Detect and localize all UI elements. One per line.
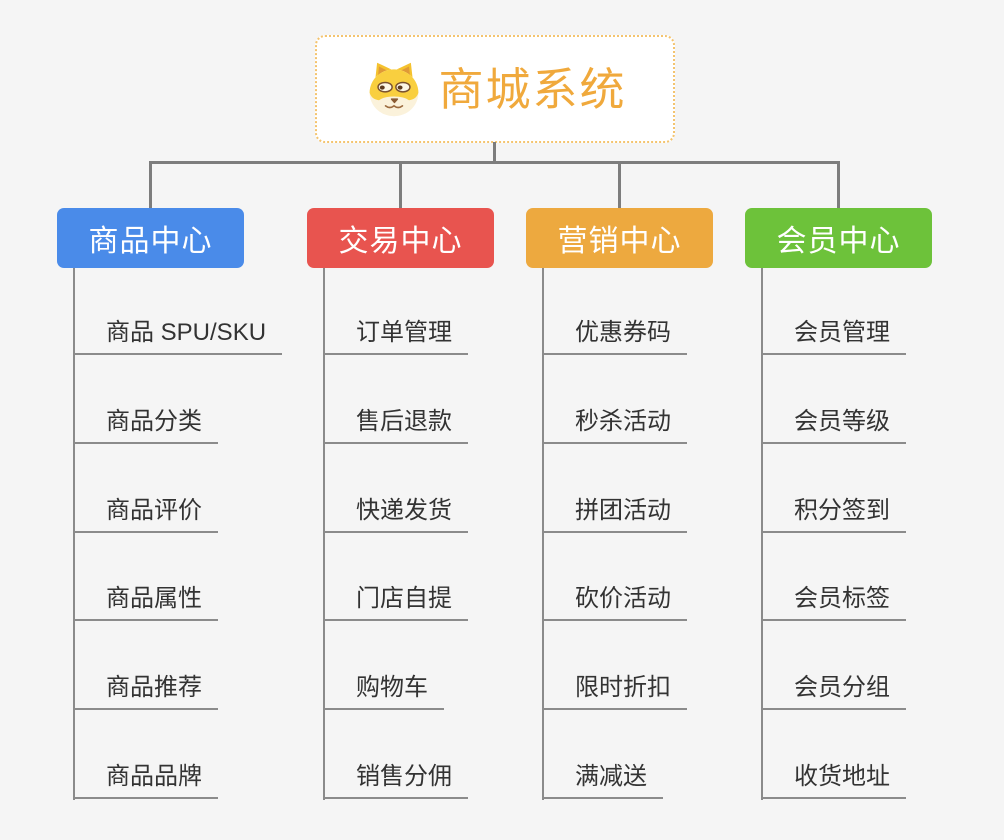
leaf-node[interactable]: 满减送 [542,762,663,799]
leaf-node[interactable]: 售后退款 [323,407,468,444]
leaf-node[interactable]: 商品推荐 [73,673,218,710]
doge-dog-face-icon [370,62,419,117]
branch-node-member-center[interactable]: 会员中心 [745,208,932,268]
leaf-node[interactable]: 秒杀活动 [542,407,687,444]
branch-children-trade-center: 订单管理 售后退款 快递发货 门店自提 购物车 销售分佣 [323,268,573,800]
leaf-node[interactable]: 商品分类 [73,407,218,444]
connector-drop-products [149,161,152,209]
branch-children-member-center: 会员管理 会员等级 积分签到 会员标签 会员分组 收货地址 [761,268,1004,800]
connector-drop-marketing [618,161,621,209]
leaf-node[interactable]: 会员分组 [761,673,906,710]
leaf-node[interactable]: 积分签到 [761,496,906,533]
branch-children-marketing-center: 优惠券码 秒杀活动 拼团活动 砍价活动 限时折扣 满减送 [542,268,792,800]
connector-drop-members [837,161,840,209]
leaf-node[interactable]: 会员等级 [761,407,906,444]
leaf-node[interactable]: 会员管理 [761,318,906,355]
branch-children-product-center: 商品 SPU/SKU 商品分类 商品评价 商品属性 商品推荐 商品品牌 [73,268,323,800]
leaf-node[interactable]: 优惠券码 [542,318,687,355]
leaf-node[interactable]: 商品评价 [73,496,218,533]
leaf-node[interactable]: 快递发货 [323,496,468,533]
leaf-node[interactable]: 会员标签 [761,584,906,621]
branch-node-trade-center[interactable]: 交易中心 [307,208,494,268]
leaf-node[interactable]: 商品属性 [73,584,218,621]
leaf-node[interactable]: 商品品牌 [73,762,218,799]
connector-horizontal [149,161,840,164]
connector-root-stub [493,142,496,163]
leaf-node[interactable]: 销售分佣 [323,762,468,799]
leaf-node[interactable]: 限时折扣 [542,673,687,710]
leaf-node[interactable]: 订单管理 [323,318,468,355]
branch-node-product-center[interactable]: 商品中心 [57,208,244,268]
leaf-node[interactable]: 购物车 [323,673,444,710]
leaf-node[interactable]: 拼团活动 [542,496,687,533]
root-node-mall-system[interactable]: 商城系统 [315,35,675,143]
leaf-node[interactable]: 门店自提 [323,584,468,621]
branch-node-marketing-center[interactable]: 营销中心 [526,208,713,268]
root-title: 商城系统 [438,63,627,115]
connector-drop-trade [399,161,402,209]
leaf-node[interactable]: 砍价活动 [542,584,687,621]
leaf-node[interactable]: 收货地址 [761,762,906,799]
leaf-node[interactable]: 商品 SPU/SKU [73,318,283,355]
